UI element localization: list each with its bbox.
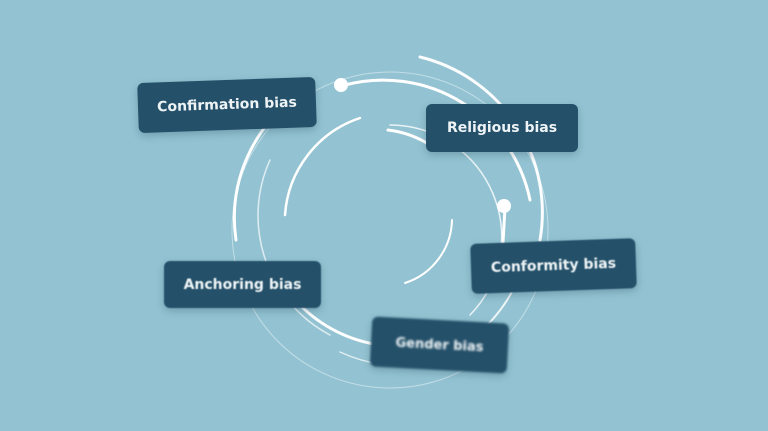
tag-gender-bias: Gender bias: [369, 316, 510, 374]
tag-anchoring-bias: Anchoring bias: [164, 261, 321, 308]
tag-label: Gender bias: [395, 335, 484, 355]
tag-conformity-bias: Conformity bias: [470, 238, 637, 294]
node-dot: [334, 78, 348, 92]
tag-label: Anchoring bias: [183, 276, 302, 293]
tag-label: Religious bias: [446, 120, 558, 136]
node-dot: [497, 199, 511, 213]
tag-religious-bias: Religious bias: [426, 104, 578, 152]
tag-label: Conformity bias: [490, 255, 617, 277]
tag-confirmation-bias: Confirmation bias: [137, 76, 317, 134]
tag-label: Confirmation bias: [156, 94, 298, 116]
